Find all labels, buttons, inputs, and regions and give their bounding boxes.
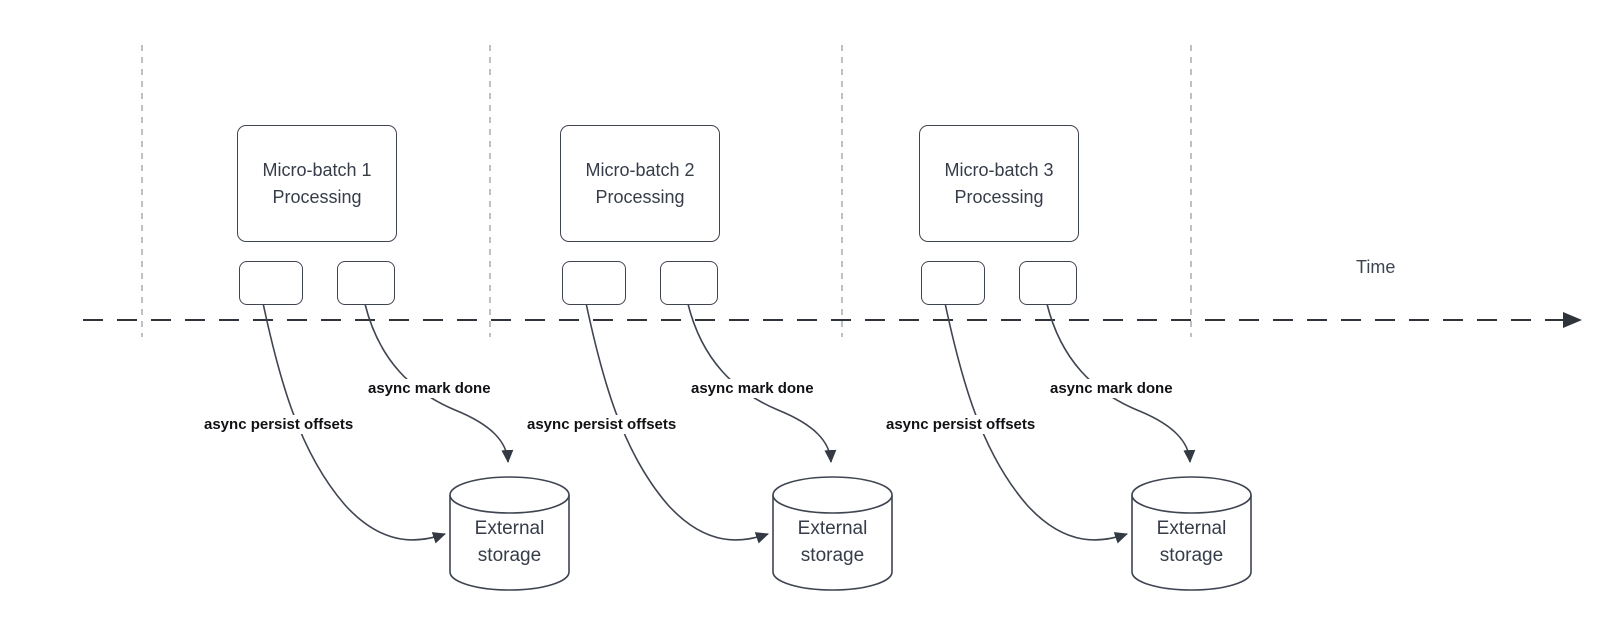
async-task-box-right <box>660 261 718 305</box>
mark-done-arrow <box>687 303 837 463</box>
external-storage-label: External storage <box>474 517 545 566</box>
time-axis-label: Time <box>1356 257 1396 277</box>
async-task-box-left <box>921 261 985 305</box>
external-storage-label: External storage <box>797 517 868 566</box>
mark-done-label: async mark done <box>688 379 817 398</box>
async-task-box-left <box>562 261 626 305</box>
storage-cylinder-body <box>449 495 570 591</box>
processing-box: Micro-batch 2 Processing <box>560 125 720 242</box>
storage-cylinder-top <box>449 476 570 514</box>
microbatch-1-section: Micro-batch 1 Processing async persist o… <box>197 0 597 642</box>
microbatch-2-section: Micro-batch 2 Processing async persist o… <box>520 0 920 642</box>
time-axis-arrowhead-icon <box>1563 312 1582 328</box>
mark-done-label: async mark done <box>365 379 494 398</box>
microbatch-1-arrows-layer <box>262 302 570 591</box>
mark-done-label: async mark done <box>1047 379 1176 398</box>
persist-offsets-label: async persist offsets <box>524 415 680 434</box>
persist-offsets-label: async persist offsets <box>883 415 1039 434</box>
microbatch-3-arrows-layer <box>944 302 1252 591</box>
storage-cylinder-body <box>1131 495 1252 591</box>
processing-box: Micro-batch 3 Processing <box>919 125 1079 242</box>
processing-box: Micro-batch 1 Processing <box>237 125 397 242</box>
persist-offsets-label: async persist offsets <box>201 415 357 434</box>
async-task-box-right <box>1019 261 1077 305</box>
storage-cylinder-top <box>772 476 893 514</box>
mark-done-arrow <box>364 303 514 463</box>
external-storage-label: External storage <box>1156 517 1227 566</box>
microbatch-3-section: Micro-batch 3 Processing async persist o… <box>879 0 1279 642</box>
mark-done-arrow <box>1046 303 1196 463</box>
storage-cylinder-body <box>772 495 893 591</box>
microbatch-2-arrows-layer <box>585 302 893 591</box>
persist-offsets-arrow <box>944 302 1128 544</box>
storage-cylinder-top <box>1131 476 1252 514</box>
async-task-box-left <box>239 261 303 305</box>
persist-offsets-arrow <box>585 302 769 544</box>
async-task-box-right <box>337 261 395 305</box>
persist-offsets-arrow <box>262 302 446 544</box>
